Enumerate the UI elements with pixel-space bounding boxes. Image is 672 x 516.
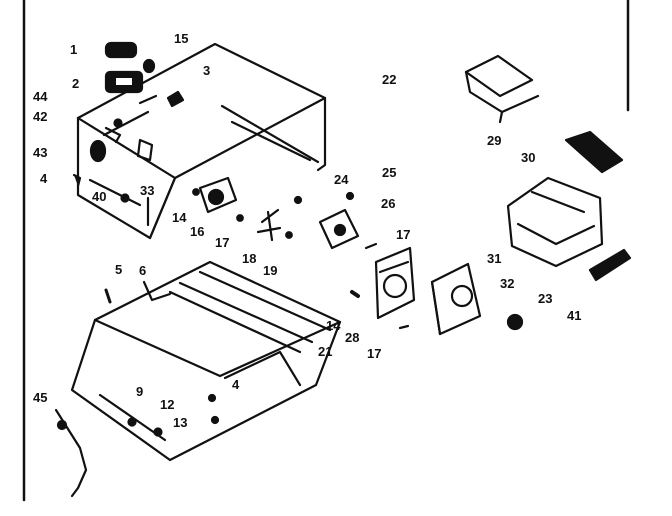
label-part-13: 13 (173, 415, 188, 430)
label-part-41: 41 (567, 308, 582, 323)
label-part-4: 4 (40, 171, 48, 186)
part-30-tray (564, 130, 624, 174)
label-part-14-b: 14 (326, 318, 341, 333)
label-part-26: 26 (381, 196, 396, 211)
part-3-cap (138, 90, 185, 108)
part-32-knob (506, 313, 524, 331)
part-25-screw (345, 191, 355, 201)
part-2-handle (104, 70, 144, 94)
part-42-bracket (104, 126, 122, 144)
label-part-43: 43 (33, 145, 48, 160)
label-part-32: 32 (500, 276, 515, 291)
part-1-trim (104, 41, 138, 59)
label-part-17-b: 17 (396, 227, 411, 242)
label-part-30: 30 (521, 150, 536, 165)
label-part-12: 12 (160, 397, 175, 412)
part-16-control (198, 176, 238, 214)
label-part-18: 18 (242, 251, 257, 266)
part-4b-screw (207, 393, 217, 403)
part-26-cover (318, 208, 360, 250)
part-19-screw (285, 231, 293, 239)
part-12-screw (153, 427, 163, 437)
part-18-clip (256, 208, 282, 242)
part-14-screw-a (192, 188, 200, 196)
part-22-liner (76, 42, 327, 240)
label-part-6: 6 (139, 263, 147, 278)
part-17-screw-c (398, 324, 410, 330)
part-21-shelf (70, 260, 342, 462)
label-part-17-c: 17 (367, 346, 382, 361)
part-24-screw (293, 195, 303, 205)
label-part-29: 29 (487, 133, 502, 148)
part-40-screw (120, 193, 130, 203)
label-part-16: 16 (190, 224, 205, 239)
label-part-45: 45 (33, 390, 48, 405)
part-5-screw (104, 288, 112, 304)
part-15-screw (142, 58, 156, 74)
label-part-5: 5 (115, 262, 123, 277)
label-part-31: 31 (487, 251, 502, 266)
label-part-2: 2 (72, 76, 80, 91)
label-part-4-b: 4 (232, 377, 240, 392)
label-part-15: 15 (174, 31, 189, 46)
label-part-19: 19 (263, 263, 278, 278)
part-41-gasket (588, 248, 632, 282)
part-6-bracket (142, 280, 172, 302)
part-14-screw-b (350, 290, 360, 298)
label-part-9: 9 (136, 384, 144, 399)
label-part-3: 3 (203, 63, 211, 78)
label-part-21: 21 (318, 344, 333, 359)
label-part-1: 1 (70, 42, 78, 57)
part-13-screw (210, 415, 220, 425)
part-4-screw (72, 173, 82, 188)
label-part-14: 14 (172, 210, 187, 225)
part-45-harness (54, 408, 88, 498)
part-44-screw (113, 118, 123, 128)
part-9-screw (127, 417, 137, 427)
label-part-40: 40 (92, 189, 107, 204)
label-part-23: 23 (538, 291, 553, 306)
part-17-screw-a (236, 214, 244, 222)
part-43-light (89, 138, 154, 163)
part-17-screw-b (364, 242, 378, 250)
label-part-44: 44 (33, 89, 48, 104)
label-part-28: 28 (345, 330, 360, 345)
label-part-22: 22 (382, 72, 397, 87)
label-part-42: 42 (33, 109, 48, 124)
part-29-shelf (464, 54, 540, 124)
label-part-24: 24 (334, 172, 349, 187)
part-31-fan (430, 262, 482, 336)
part-28-shroud (374, 246, 416, 320)
label-part-17: 17 (215, 235, 230, 250)
part-23-bucket (506, 176, 604, 268)
label-part-25: 25 (382, 165, 397, 180)
label-part-33: 33 (140, 183, 155, 198)
